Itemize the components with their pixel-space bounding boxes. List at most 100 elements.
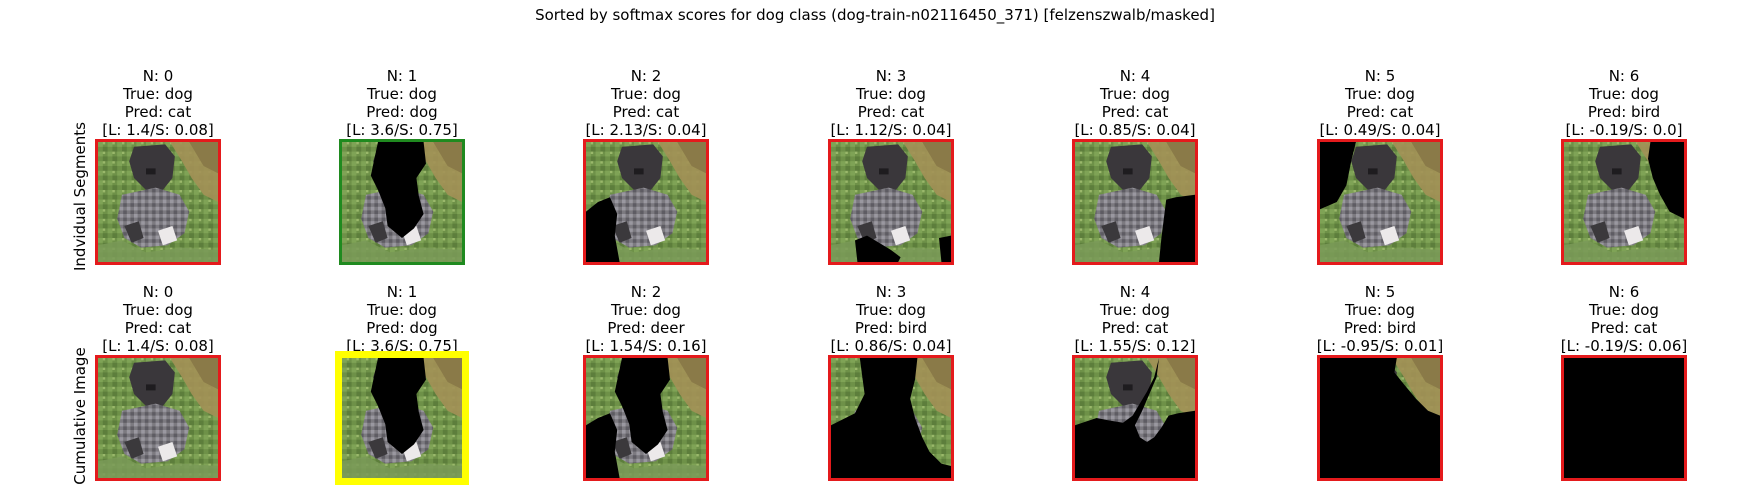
panel-score: [L: 1.54/S: 0.16] [585, 337, 707, 355]
panel-index: N: 1 [386, 67, 418, 85]
panel-pred-label: Pred: bird [1587, 103, 1661, 121]
panel-index: N: 4 [1119, 67, 1151, 85]
panel-index: N: 0 [142, 67, 174, 85]
panel-true-label: True: dog [123, 301, 193, 319]
segment-image [583, 139, 709, 265]
panel-index: N: 4 [1119, 283, 1151, 301]
panel-score: [L: -0.19/S: 0.06] [1560, 337, 1688, 355]
panel-pred-label: Pred: cat [1346, 103, 1414, 121]
panel-pred-label: Pred: dog [366, 319, 438, 337]
panel-index: N: 5 [1364, 67, 1396, 85]
segment-image [1072, 355, 1198, 481]
panel-score: [L: -0.95/S: 0.01] [1316, 337, 1444, 355]
panel-pred-label: Pred: cat [1101, 103, 1169, 121]
panel-index: N: 5 [1364, 283, 1396, 301]
panel-score: [L: -0.19/S: 0.0] [1565, 121, 1683, 139]
segment-image [335, 351, 469, 485]
segment-image [828, 355, 954, 481]
panel-score: [L: 0.85/S: 0.04] [1074, 121, 1196, 139]
panel-index: N: 1 [386, 283, 418, 301]
panel-true-label: True: dog [1100, 85, 1170, 103]
panel-pred-label: Pred: bird [854, 319, 928, 337]
segment-image [95, 139, 221, 265]
segment-image [1561, 139, 1687, 265]
panel-index: N: 3 [875, 67, 907, 85]
panel-score: [L: 1.4/S: 0.08] [102, 121, 214, 139]
panel-pred-label: Pred: cat [1101, 319, 1169, 337]
panel-score: [L: 0.49/S: 0.04] [1319, 121, 1441, 139]
panel-true-label: True: dog [367, 85, 437, 103]
panel-true-label: True: dog [1345, 85, 1415, 103]
panel-pred-label: Pred: cat [124, 319, 192, 337]
segment-image [1561, 355, 1687, 481]
panel-pred-label: Pred: cat [124, 103, 192, 121]
segment-image [339, 139, 465, 265]
panel-index: N: 2 [630, 67, 662, 85]
panel-index: N: 0 [142, 283, 174, 301]
segment-image [1317, 139, 1443, 265]
panel-true-label: True: dog [611, 301, 681, 319]
panel-true-label: True: dog [1589, 301, 1659, 319]
segment-image [828, 139, 954, 265]
panel-pred-label: Pred: dog [366, 103, 438, 121]
panel-true-label: True: dog [1589, 85, 1659, 103]
panel-score: [L: 3.6/S: 0.75] [346, 337, 458, 355]
segment-image [95, 355, 221, 481]
panel-score: [L: 1.12/S: 0.04] [830, 121, 952, 139]
panel-true-label: True: dog [611, 85, 681, 103]
row-label-cumulative: Cumulative Image [71, 347, 89, 485]
segment-image [583, 355, 709, 481]
panel-score: [L: 0.86/S: 0.04] [830, 337, 952, 355]
panel-pred-label: Pred: cat [857, 103, 925, 121]
segment-image [1317, 355, 1443, 481]
panel-score: [L: 1.55/S: 0.12] [1074, 337, 1196, 355]
panel-pred-label: Pred: cat [612, 103, 680, 121]
row-label-individual: Indvidual Segments [71, 122, 89, 271]
segment-image [1072, 139, 1198, 265]
panel-score: [L: 2.13/S: 0.04] [585, 121, 707, 139]
panel-index: N: 6 [1608, 283, 1640, 301]
panel-true-label: True: dog [367, 301, 437, 319]
panel-index: N: 3 [875, 283, 907, 301]
panel-true-label: True: dog [856, 301, 926, 319]
panel-true-label: True: dog [1100, 301, 1170, 319]
panel-pred-label: Pred: bird [1343, 319, 1417, 337]
panel-index: N: 6 [1608, 67, 1640, 85]
panel-pred-label: Pred: deer [607, 319, 685, 337]
figure-title: Sorted by softmax scores for dog class (… [535, 6, 1215, 24]
panel-index: N: 2 [630, 283, 662, 301]
panel-pred-label: Pred: cat [1590, 319, 1658, 337]
panel-true-label: True: dog [1345, 301, 1415, 319]
panel-true-label: True: dog [856, 85, 926, 103]
panel-score: [L: 3.6/S: 0.75] [346, 121, 458, 139]
panel-true-label: True: dog [123, 85, 193, 103]
